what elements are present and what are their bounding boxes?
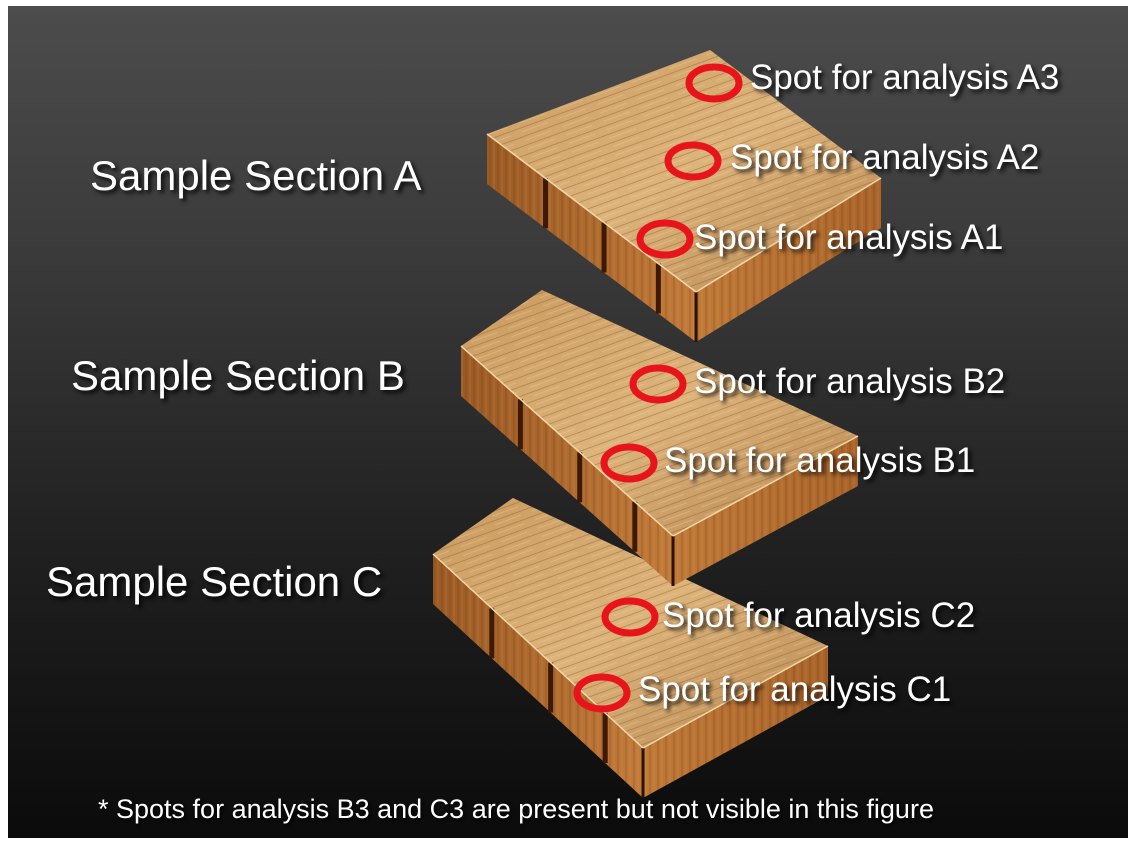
spot-b2-label: Spot for analysis B2 (694, 362, 1006, 401)
block-b-left-grain (461, 346, 673, 586)
spot-a2-ring (664, 141, 722, 181)
spot-c1-label: Spot for analysis C1 (638, 670, 952, 709)
block-c-left-grain (433, 554, 643, 798)
spot-b1-label: Spot for analysis B1 (664, 441, 976, 480)
footnote: * Spots for analysis B3 and C3 are prese… (98, 794, 934, 824)
spot-b1-ring (600, 443, 658, 483)
spot-c1-ring (573, 673, 631, 713)
block-b-right-grain (673, 436, 858, 586)
section-b-label: Sample Section B (71, 352, 405, 399)
wood-block-diagram (432, 50, 882, 798)
block-a-left-grain (487, 134, 696, 342)
spot-c2-label: Spot for analysis C2 (662, 596, 976, 635)
block-a-top-edge-left (486, 133, 697, 293)
block-a-top-grain (487, 50, 881, 292)
block-c-top-edge-left (432, 553, 644, 749)
block-c-right-grain (643, 646, 828, 798)
section-a-label: Sample Section A (90, 152, 422, 199)
block-b-top-edge-left (460, 345, 674, 537)
spot-a1-label: Spot for analysis A1 (694, 218, 1004, 257)
block-c-top-edge-right (642, 645, 829, 749)
spot-a3-ring (685, 63, 743, 103)
figure-canvas: Sample Section A Sample Section B Sample… (8, 6, 1128, 838)
block-b-top-edge-right (672, 435, 859, 537)
section-c-label: Sample Section C (46, 558, 383, 605)
spot-c2-ring (601, 597, 659, 637)
block-a-top-edge-right (695, 177, 882, 293)
block-a-right-grain (696, 178, 881, 342)
block-b-top-grain (461, 290, 858, 536)
spot-b2-ring (629, 364, 687, 404)
block-c-top-grain (433, 498, 828, 748)
spot-a2-label: Spot for analysis A2 (730, 138, 1040, 177)
spot-a1-ring (636, 219, 694, 259)
wood-block-b (460, 290, 859, 586)
wood-block-a (486, 50, 882, 342)
wood-block-c (432, 498, 829, 798)
spot-a3-label: Spot for analysis A3 (750, 58, 1060, 97)
